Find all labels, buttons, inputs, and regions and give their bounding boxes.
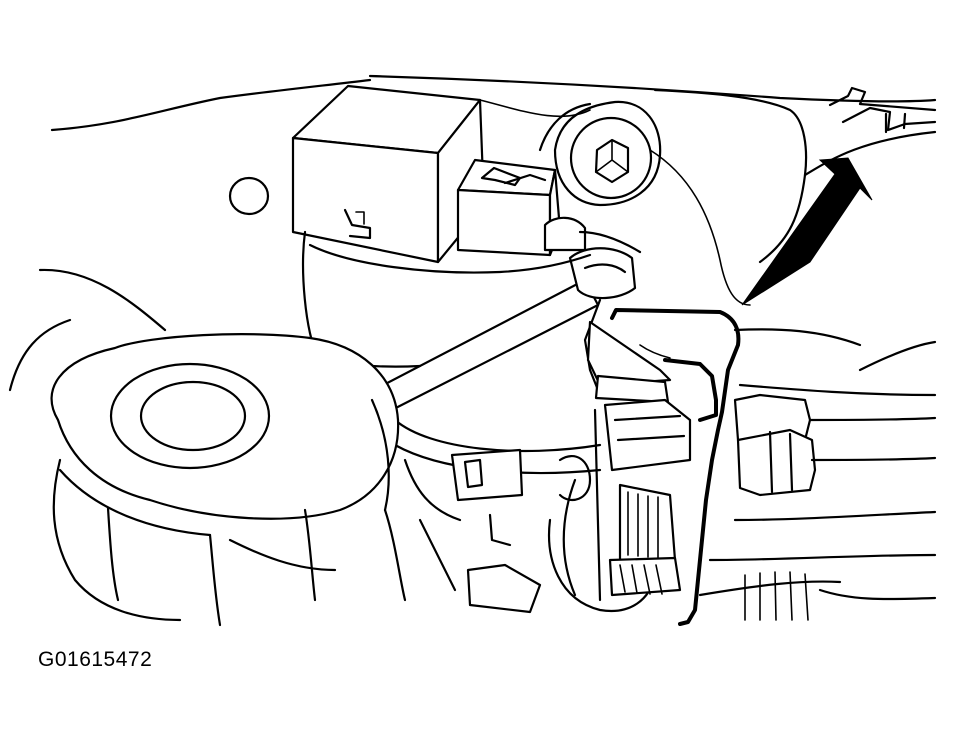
coolant-hoses [698,393,937,621]
protective-cover [610,308,741,626]
wire-connector [456,158,642,257]
vent-hose [368,247,637,417]
terminal-block [593,398,692,602]
mounting-bolt [538,100,662,207]
figure-id-label: G01615472 [38,648,153,671]
reservoir-body [301,230,672,475]
body-panel-lines [8,74,937,397]
panel-hole [228,176,270,216]
relay-box [291,84,486,264]
lower-hardware [403,448,657,614]
arrow-icon [741,157,873,306]
panel-clip [828,86,937,134]
reservoir-cap [50,333,407,627]
